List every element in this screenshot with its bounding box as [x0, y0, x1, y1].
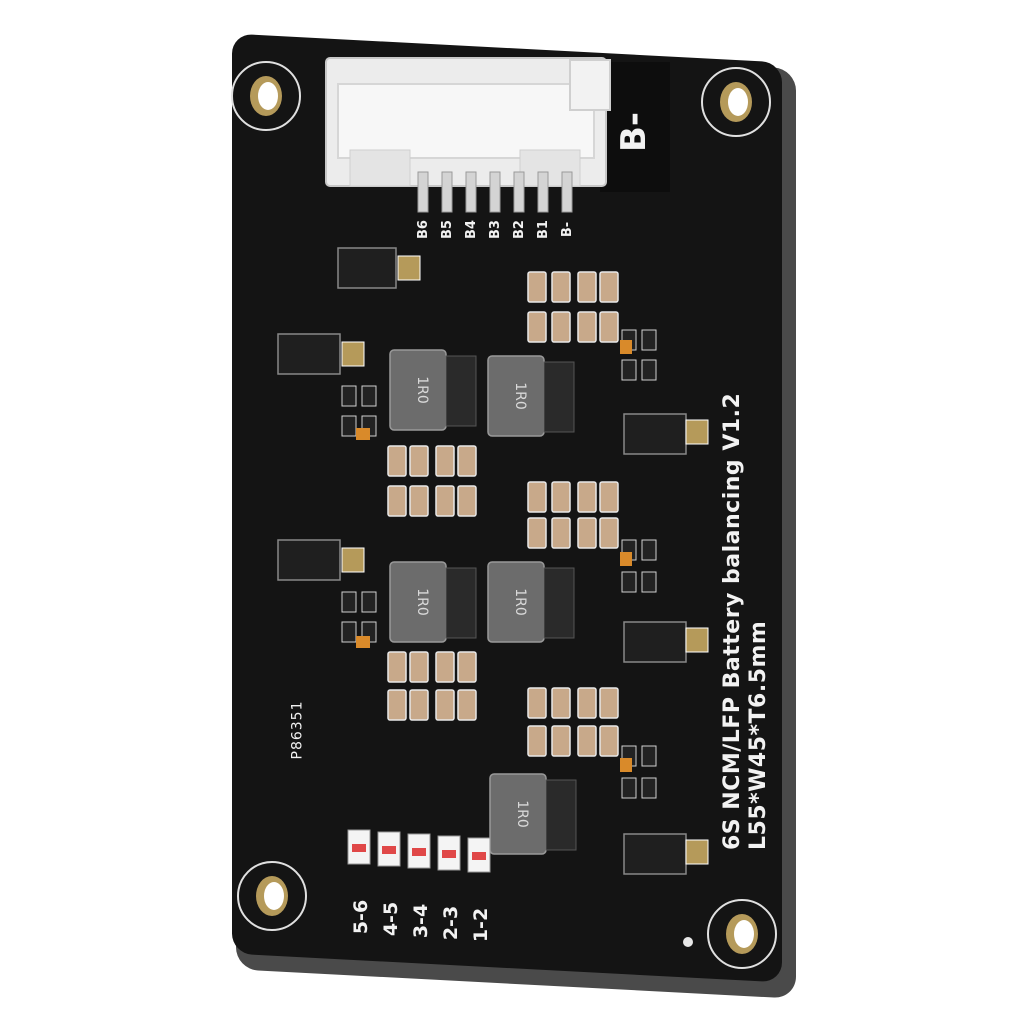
inductor-marking-3: 1R0: [512, 588, 528, 616]
inductor-marking-1: 1R0: [512, 382, 528, 410]
balance-connector: [325, 57, 670, 192]
inductor-marking-4: 1R0: [514, 800, 530, 828]
connector-pins: [417, 171, 573, 213]
inductor-marking-2: 1R0: [414, 588, 430, 616]
led-label-5-6: 5-6: [350, 899, 373, 935]
pin-label-bminus: B-: [560, 221, 576, 238]
mounting-hole-bottom-right: [707, 899, 777, 969]
serial-number: P86351: [289, 700, 306, 760]
board-title: 6S NCM/LFP Battery balancing V1.2: [720, 392, 745, 850]
capacitor-cluster: [387, 271, 619, 757]
pin-label-b2: B2: [511, 220, 527, 239]
inductors: [389, 349, 577, 855]
board-dimensions: L55*W45*T6.5mm: [746, 620, 771, 850]
mosfet-packages: [277, 247, 709, 875]
pin-label-b3: B3: [487, 220, 503, 239]
pin-label-b5: B5: [439, 220, 455, 239]
mounting-hole-bottom-left: [237, 861, 307, 931]
fiducial-dot: [683, 937, 693, 947]
led-label-3-4: 3-4: [410, 903, 433, 939]
led-label-4-5: 4-5: [380, 901, 403, 937]
pin-label-b4: B4: [463, 220, 479, 239]
orange-components: [356, 340, 632, 772]
status-leds: [347, 829, 491, 873]
inductor-marking-0: 1R0: [414, 376, 430, 404]
connector-ground-label: B-: [614, 111, 655, 153]
mounting-hole-top-left: [231, 61, 301, 131]
pin-label-b6: B6: [415, 220, 431, 239]
led-label-2-3: 2-3: [440, 905, 463, 941]
led-label-1-2: 1-2: [470, 907, 493, 943]
mounting-hole-top-right: [701, 67, 771, 137]
pin-label-b1: B1: [535, 220, 551, 239]
